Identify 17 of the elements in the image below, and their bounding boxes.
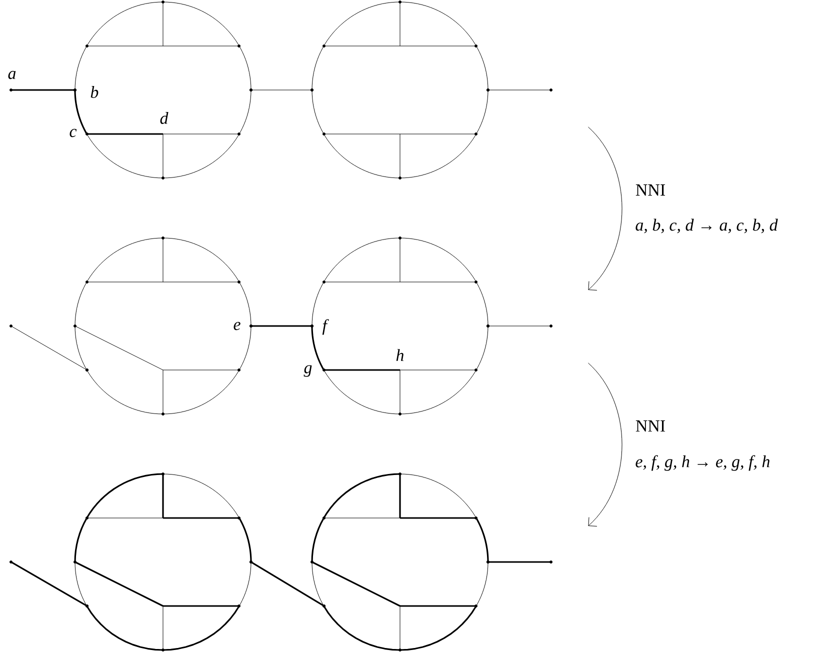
math-label: a [8,70,16,80]
math-label: e, f, g, h → e, g, f, h [636,455,770,471]
edge-label: NNI [636,420,666,432]
curved-arrow [588,362,622,526]
math-label: c [70,128,77,138]
math-label: b [90,86,98,98]
curved-arrow [588,126,622,290]
edge-label: NNI [636,184,666,196]
math-label: d [160,112,168,124]
math-label: f [322,319,329,335]
graph-drawing [10,236,552,416]
graph-drawing [10,0,552,180]
math-label: h [396,349,404,361]
math-label: g [304,365,312,377]
graph-drawing [10,472,552,652]
math-label: e [234,322,240,330]
math-label: a, b, c, d → a, c, b, d [636,218,778,234]
